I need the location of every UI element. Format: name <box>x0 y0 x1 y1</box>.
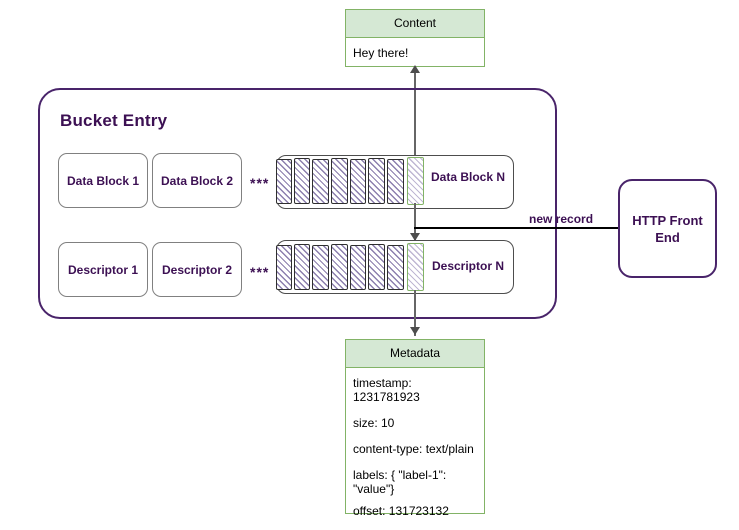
new-record-edge-label: new record <box>529 212 594 226</box>
descriptor-1-label: Descriptor 1 <box>67 262 139 277</box>
data-block-1-label: Data Block 1 <box>66 173 140 188</box>
hatched-block-highlighted <box>407 243 424 291</box>
metadata-box-body: timestamp: 1231781923 size: 10 content-t… <box>346 368 484 524</box>
hatched-block <box>331 244 348 290</box>
data-block-row-ellipsis: *** <box>250 175 270 191</box>
http-front-end-node: HTTP Front End <box>618 179 717 278</box>
metadata-row-labels: labels: { "label-1": "value"} <box>353 468 447 496</box>
metadata-row-timestamp: timestamp: 1231781923 <box>353 376 420 404</box>
bucket-entry-title: Bucket Entry <box>60 111 168 130</box>
content-box-header: Content <box>346 10 484 38</box>
data-block-2: Data Block 2 <box>152 153 242 208</box>
hatched-block <box>312 159 329 204</box>
hatched-block-highlighted <box>407 157 424 205</box>
content-connector-line <box>414 72 416 194</box>
content-box: Content Hey there! <box>345 9 485 67</box>
hatched-block <box>331 158 348 204</box>
hatched-block <box>276 159 292 204</box>
hatched-block <box>368 244 385 290</box>
metadata-row-offset: offset: 131723132 <box>353 504 449 518</box>
hatched-block <box>368 158 385 204</box>
metadata-box-header: Metadata <box>346 340 484 368</box>
metadata-box: Metadata timestamp: 1231781923 size: 10 … <box>345 339 485 518</box>
metadata-row-size: size: 10 <box>353 416 395 430</box>
descriptor-1: Descriptor 1 <box>58 242 148 297</box>
hatched-block <box>312 245 329 290</box>
descriptor-n-label: Descriptor N <box>431 259 505 273</box>
hatched-block <box>350 159 366 204</box>
hatched-block <box>350 245 366 290</box>
http-front-end-label: HTTP Front End <box>632 212 703 245</box>
content-connector-arrowhead <box>410 65 420 73</box>
descriptor-2-label: Descriptor 2 <box>161 262 233 277</box>
content-box-body: Hey there! <box>353 46 409 60</box>
descriptor-row-ellipsis: *** <box>250 264 270 280</box>
rows-connector-arrowhead <box>410 233 420 241</box>
descriptor-2: Descriptor 2 <box>152 242 242 297</box>
hatched-block <box>294 244 310 290</box>
metadata-connector-arrowhead <box>410 327 420 335</box>
metadata-connector-line <box>414 290 416 336</box>
data-block-2-label: Data Block 2 <box>160 173 234 188</box>
metadata-row-content-type: content-type: text/plain <box>353 442 474 456</box>
new-record-edge-line <box>414 227 619 229</box>
rows-connector-line <box>414 203 416 240</box>
data-block-1: Data Block 1 <box>58 153 148 208</box>
hatched-block <box>276 245 292 290</box>
bucket-entry-container <box>38 88 557 319</box>
hatched-block <box>294 158 310 204</box>
data-block-n-label: Data Block N <box>430 170 506 184</box>
hatched-block <box>387 245 404 290</box>
hatched-block <box>387 159 404 204</box>
